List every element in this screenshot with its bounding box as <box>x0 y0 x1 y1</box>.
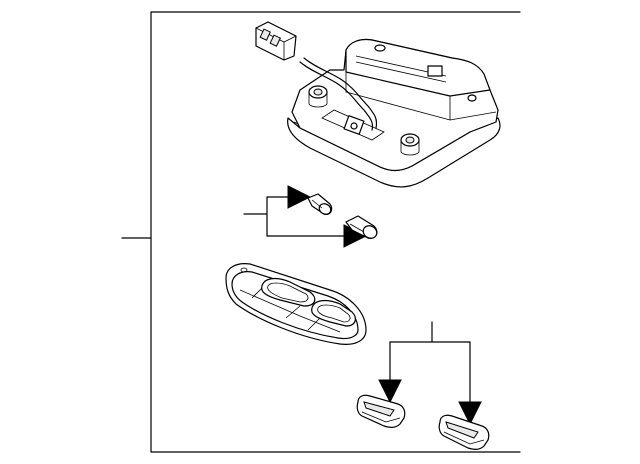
arrow-lens-left <box>378 379 402 404</box>
lens-callout <box>378 321 482 426</box>
lens-left <box>356 394 406 428</box>
bulb-callout <box>243 185 368 248</box>
assembly-bracket <box>150 11 521 453</box>
wire-connector <box>255 21 297 61</box>
lens-cover <box>225 263 367 345</box>
lens-right <box>438 414 490 450</box>
overhead-lamp-housing <box>287 38 501 188</box>
arrow-lens-right <box>458 401 482 426</box>
bulb-upper <box>307 193 333 215</box>
arrow-bulb-upper <box>287 185 312 209</box>
bulb-lower <box>345 215 378 239</box>
